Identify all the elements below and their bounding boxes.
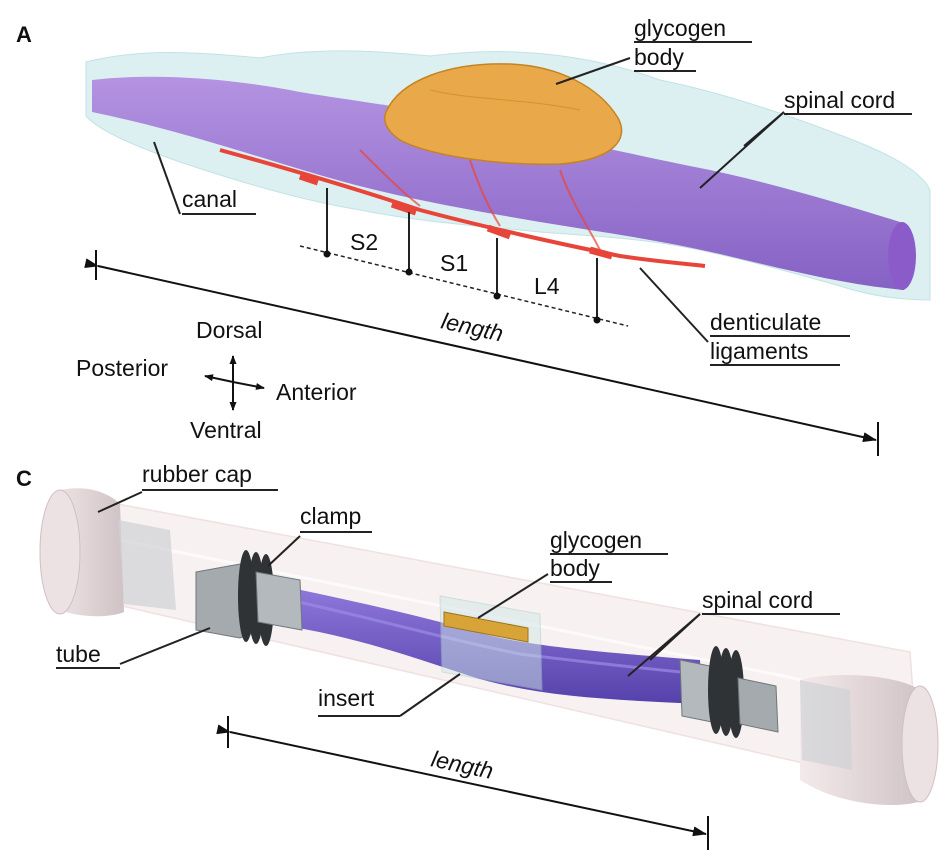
orientation-compass bbox=[204, 355, 265, 411]
clamp-left bbox=[195, 550, 303, 646]
label-ventral: Ventral bbox=[190, 417, 262, 443]
glycogen-body-c-shape bbox=[443, 611, 529, 643]
spinal-cord-end bbox=[888, 222, 916, 290]
label-glycogen-c-1: glycogen bbox=[550, 527, 642, 553]
glycogen-body-shape bbox=[384, 63, 623, 166]
label-s1: S1 bbox=[440, 250, 468, 276]
length-arrow-c bbox=[216, 724, 707, 837]
label-denticulate-2: ligaments bbox=[710, 338, 808, 364]
label-rubber-cap: rubber cap bbox=[142, 461, 252, 487]
label-glycogen-a-1: glycogen bbox=[634, 15, 726, 41]
label-length-c: length bbox=[429, 745, 496, 783]
label-spinal-cord-a: spinal cord bbox=[784, 87, 895, 113]
label-tube: tube bbox=[56, 641, 101, 667]
label-spinal-cord-c: spinal cord bbox=[702, 587, 813, 613]
clamp-right bbox=[679, 646, 779, 738]
label-glycogen-c-2: body bbox=[550, 555, 600, 581]
panel-c-letter: C bbox=[16, 466, 32, 491]
label-clamp: clamp bbox=[300, 503, 361, 529]
label-length-a: length bbox=[439, 308, 506, 347]
panel-a-illustration bbox=[85, 50, 931, 327]
label-insert: insert bbox=[318, 685, 375, 711]
label-glycogen-a-2: body bbox=[634, 44, 684, 70]
label-l4: L4 bbox=[534, 273, 560, 299]
label-posterior: Posterior bbox=[76, 355, 168, 381]
spinal-cord-shape bbox=[92, 76, 904, 290]
label-canal: canal bbox=[182, 186, 237, 212]
label-s2: S2 bbox=[350, 229, 378, 255]
panel-a-letter: A bbox=[16, 22, 32, 47]
panel-c-illustration bbox=[39, 488, 939, 806]
length-arrow-a bbox=[84, 258, 877, 443]
label-dorsal: Dorsal bbox=[196, 317, 262, 343]
label-denticulate-1: denticulate bbox=[710, 309, 821, 335]
label-anterior: Anterior bbox=[276, 379, 357, 405]
